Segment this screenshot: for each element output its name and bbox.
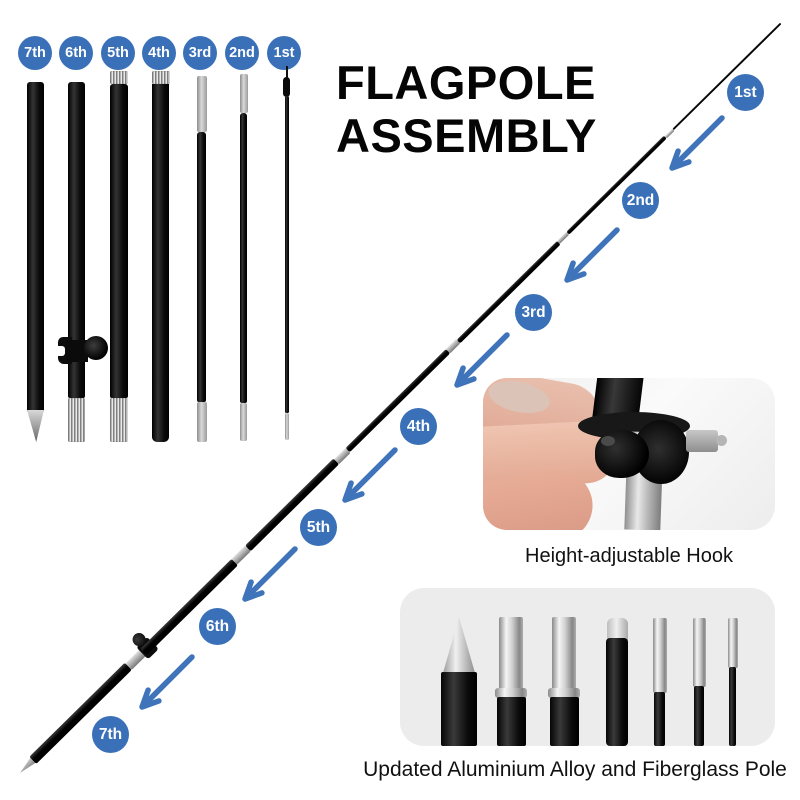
step-badge-6th: 6th: [199, 608, 236, 645]
tip-cap-2-flange: [495, 688, 527, 698]
hook-detail-photo: [483, 378, 775, 530]
hook-clamp-gap: [58, 346, 65, 356]
step-badge-3rd: 3rd: [515, 294, 552, 331]
hook-clamp-collar: [66, 340, 88, 362]
pole-3rd-silver-sleeve: [197, 76, 207, 132]
hook-knob-highlight: [601, 436, 615, 446]
part-badge-6th: 6th: [59, 36, 93, 70]
part-badge-1st: 1st: [267, 36, 301, 70]
assembly-arrow-icon-5: [242, 546, 298, 602]
tip-spike-pole: [441, 672, 477, 746]
tip-cap-3-flange: [548, 688, 580, 698]
assembly-arrow-icon-3: [454, 332, 510, 388]
tip-cap-2-silver: [499, 617, 523, 695]
part-badge-4th: 4th: [142, 36, 176, 70]
tip-cap-2-pole: [497, 697, 526, 746]
tip-4-pole: [606, 638, 628, 746]
tip-6-silver: [693, 618, 706, 687]
pole-5th-silver-cap: [110, 71, 128, 84]
tip-7-pole: [729, 667, 736, 746]
pole-1st-tip-bulb: [283, 77, 290, 97]
tip-cap-3-silver: [552, 617, 576, 695]
tip-cap-3-pole: [550, 697, 579, 746]
pole-segment-4th: [152, 84, 169, 442]
step-badge-1st: 1st: [727, 74, 764, 111]
step-badge-7th: 7th: [92, 716, 129, 753]
pole-segment-1st: [285, 96, 289, 413]
part-badge-5th: 5th: [101, 36, 135, 70]
pole-2nd-silver-end: [240, 403, 247, 441]
pole-7th-spike-tip: [27, 410, 44, 442]
tip-5-silver: [653, 618, 667, 693]
tip-4-cap: [607, 618, 628, 640]
pole-segment-5th: [110, 84, 128, 398]
assembled-seg-4th: [345, 348, 451, 453]
part-badge-2nd: 2nd: [225, 36, 259, 70]
pole-1st-tip-wire: [286, 66, 288, 80]
pole-segment-3rd: [197, 132, 206, 402]
pole-1st-silver-end: [285, 413, 289, 440]
assembly-arrow-icon-1: [669, 115, 725, 171]
pole-material-photo: [400, 588, 775, 746]
pole-segment-7th: [27, 82, 44, 412]
pole-2nd-silver-sleeve: [240, 74, 248, 113]
hook-bolt-nut: [686, 430, 718, 452]
pole-6th-silver-end: [68, 398, 85, 442]
assembly-arrow-icon-6: [139, 654, 195, 710]
tip-7-silver: [728, 618, 738, 668]
assembly-arrow-icon-4: [342, 447, 398, 503]
tip-5-pole: [654, 692, 665, 746]
title-line-1: FLAGPOLE: [336, 56, 596, 109]
hook-clamp-knob: [84, 336, 108, 360]
assembly-arrow-icon-2: [564, 227, 620, 283]
pole-3rd-silver-end: [197, 402, 207, 442]
title-line-2: ASSEMBLY: [336, 109, 597, 162]
step-badge-2nd: 2nd: [622, 182, 659, 219]
part-badge-7th: 7th: [18, 36, 52, 70]
page-title: FLAGPOLE ASSEMBLY: [336, 56, 597, 162]
pole-material-caption: Updated Aluminium Alloy and Fiberglass P…: [363, 758, 787, 781]
step-badge-4th: 4th: [400, 408, 437, 445]
pole-segment-2nd: [240, 113, 247, 403]
pole-4th-silver-cap: [152, 71, 170, 84]
hook-bolt-tip: [716, 435, 727, 446]
pole-segment-6th: [68, 82, 85, 398]
step-badge-5th: 5th: [300, 509, 337, 546]
hook-caption: Height-adjustable Hook: [525, 545, 733, 567]
tip-6-pole: [694, 686, 704, 746]
tip-spike-cone: [443, 617, 475, 673]
part-badge-3rd: 3rd: [183, 36, 217, 70]
pole-5th-silver-end: [110, 398, 128, 442]
